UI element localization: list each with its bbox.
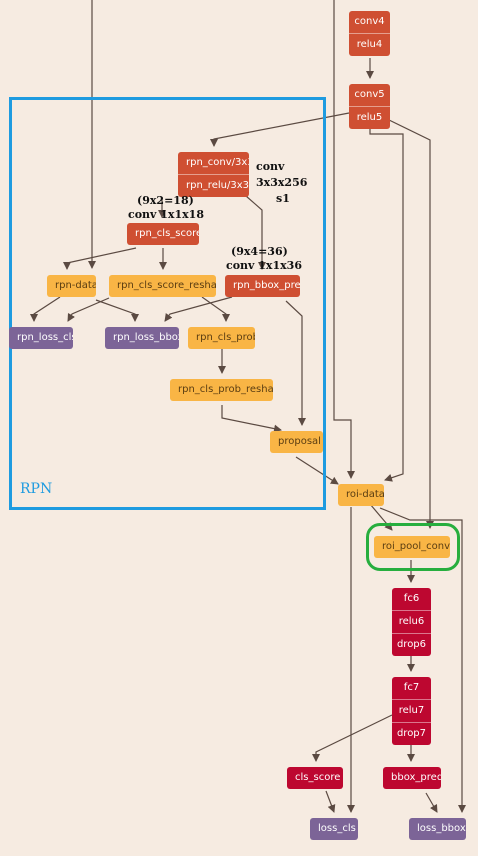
conv5-label: conv5 xyxy=(354,89,385,100)
bbox-pred-label: bbox_pred xyxy=(391,772,441,783)
rpn-loss-bbox-node[interactable]: rpn_loss_bbox xyxy=(105,327,179,349)
edge-cls-to-rpn-data xyxy=(63,247,137,270)
loss-cls-label: loss_cls xyxy=(318,823,356,834)
conv4-label: conv4 xyxy=(354,16,385,27)
roi-pool-conv5-label: roi_pool_conv5 xyxy=(382,541,450,552)
rpn-cls-score-reshape-label: rpn_cls_score_reshape xyxy=(117,280,216,291)
edge-reshape-to-loss-cls xyxy=(67,297,110,322)
bbox-conv-annotation-line1: (9x4=36) xyxy=(231,245,288,258)
edge-cls-score-to-loss xyxy=(325,790,336,813)
edge-rpn-data-to-loss-cls xyxy=(30,296,61,322)
relu4-label: relu4 xyxy=(349,33,390,56)
edge-reshape-prob-to-proposal xyxy=(221,405,282,433)
rpn-conv-annotation-line2: 3x3x256 xyxy=(256,176,308,189)
fc6-node[interactable]: fc6 relu6 drop6 xyxy=(392,588,431,656)
edge-roi-data-to-loss-bbox xyxy=(379,507,466,813)
edge-relu5-to-rpn-conv xyxy=(210,112,350,147)
fc7-label: fc7 xyxy=(403,682,420,693)
rpn-cls-prob-reshape-node[interactable]: rpn_cls_prob_reshape xyxy=(170,379,273,401)
loss-bbox-label: loss_bbox xyxy=(417,823,466,834)
loss-cls-node[interactable]: loss_cls xyxy=(310,818,358,840)
rpn-cls-prob-reshape-label: rpn_cls_prob_reshape xyxy=(178,384,273,395)
cls-score-label: cls_score xyxy=(295,772,341,783)
rpn-region-box xyxy=(9,97,326,510)
conv4-node[interactable]: conv4 relu4 xyxy=(349,11,390,56)
rpn-loss-cls-node[interactable]: rpn_loss_cls xyxy=(9,327,73,349)
rpn-loss-cls-label: rpn_loss_cls xyxy=(17,332,73,343)
rpn-conv-annotation-line3: s1 xyxy=(276,192,290,205)
edge-relu5-to-roi-data xyxy=(369,128,404,482)
bbox-pred-node[interactable]: bbox_pred xyxy=(383,767,441,789)
rpn-data-label: rpn-data xyxy=(55,280,96,291)
relu6-label: relu6 xyxy=(392,610,431,633)
conv5-node[interactable]: conv5 relu5 xyxy=(349,84,390,129)
roi-pool-highlight xyxy=(366,523,460,571)
roi-data-node[interactable]: roi-data xyxy=(338,484,384,506)
edge-proposal-to-roi-data xyxy=(295,456,339,485)
roi-data-label: roi-data xyxy=(346,489,384,500)
rpn-bbox-pred-node[interactable]: rpn_bbox_pred xyxy=(225,275,300,297)
cls-conv-annotation-line1: (9x2=18) xyxy=(137,194,194,207)
edge-bbox-to-loss-bbox xyxy=(164,296,233,322)
fc6-label: fc6 xyxy=(403,593,420,604)
rpn-conv-node[interactable]: rpn_conv/3x3 rpn_relu/3x3 xyxy=(178,152,249,197)
fc7-node[interactable]: fc7 relu7 drop7 xyxy=(392,677,431,745)
rpn-conv-annotation: conv 3x3x256 s1 xyxy=(256,160,307,206)
rpn-cls-score-label: rpn_cls_score xyxy=(135,228,199,239)
cls-conv-annotation: (9x2=18) conv 1x1x18 xyxy=(128,194,204,222)
drop6-label: drop6 xyxy=(392,633,431,656)
drop7-label: drop7 xyxy=(392,722,431,745)
relu5-label: relu5 xyxy=(349,106,390,129)
cls-conv-annotation-line2: conv 1x1x18 xyxy=(128,208,204,221)
rpn-loss-bbox-label: rpn_loss_bbox xyxy=(113,332,179,343)
relu7-label: relu7 xyxy=(392,699,431,722)
rpn-cls-prob-label: rpn_cls_prob xyxy=(196,332,255,343)
edge-bbox-pred-to-loss xyxy=(425,792,438,813)
rpn-cls-score-node[interactable]: rpn_cls_score xyxy=(127,223,199,245)
bbox-conv-annotation-line2: conv 1x1x36 xyxy=(226,259,302,272)
cls-score-node[interactable]: cls_score xyxy=(287,767,343,789)
rpn-data-node[interactable]: rpn-data xyxy=(47,275,96,297)
rpn-conv-annotation-line1: conv xyxy=(256,160,285,173)
edge-rpn-data-to-loss-bbox xyxy=(95,299,139,322)
rpn-conv-label: rpn_conv/3x3 xyxy=(186,157,249,168)
edge-relu5-to-roi-pool xyxy=(386,118,434,529)
rpn-cls-score-reshape-node[interactable]: rpn_cls_score_reshape xyxy=(109,275,216,297)
rpn-cls-prob-node[interactable]: rpn_cls_prob xyxy=(188,327,255,349)
proposal-label: proposal xyxy=(278,436,321,447)
proposal-node[interactable]: proposal xyxy=(270,431,323,453)
loss-bbox-node[interactable]: loss_bbox xyxy=(409,818,466,840)
rpn-bbox-pred-label: rpn_bbox_pred xyxy=(233,280,300,291)
rpn-region-label: RPN xyxy=(20,481,53,497)
edge-fc7-to-cls-score xyxy=(312,714,393,762)
edge-input-to-roi-data xyxy=(333,0,355,479)
bbox-conv-annotation: (9x4=36) conv 1x1x36 xyxy=(226,245,302,273)
roi-pool-conv5-node[interactable]: roi_pool_conv5 xyxy=(374,536,450,558)
rpn-relu-label: rpn_relu/3x3 xyxy=(178,174,249,197)
edge-bbox-to-proposal xyxy=(285,300,306,426)
edge-rpn-conv-to-bbox xyxy=(245,195,266,270)
